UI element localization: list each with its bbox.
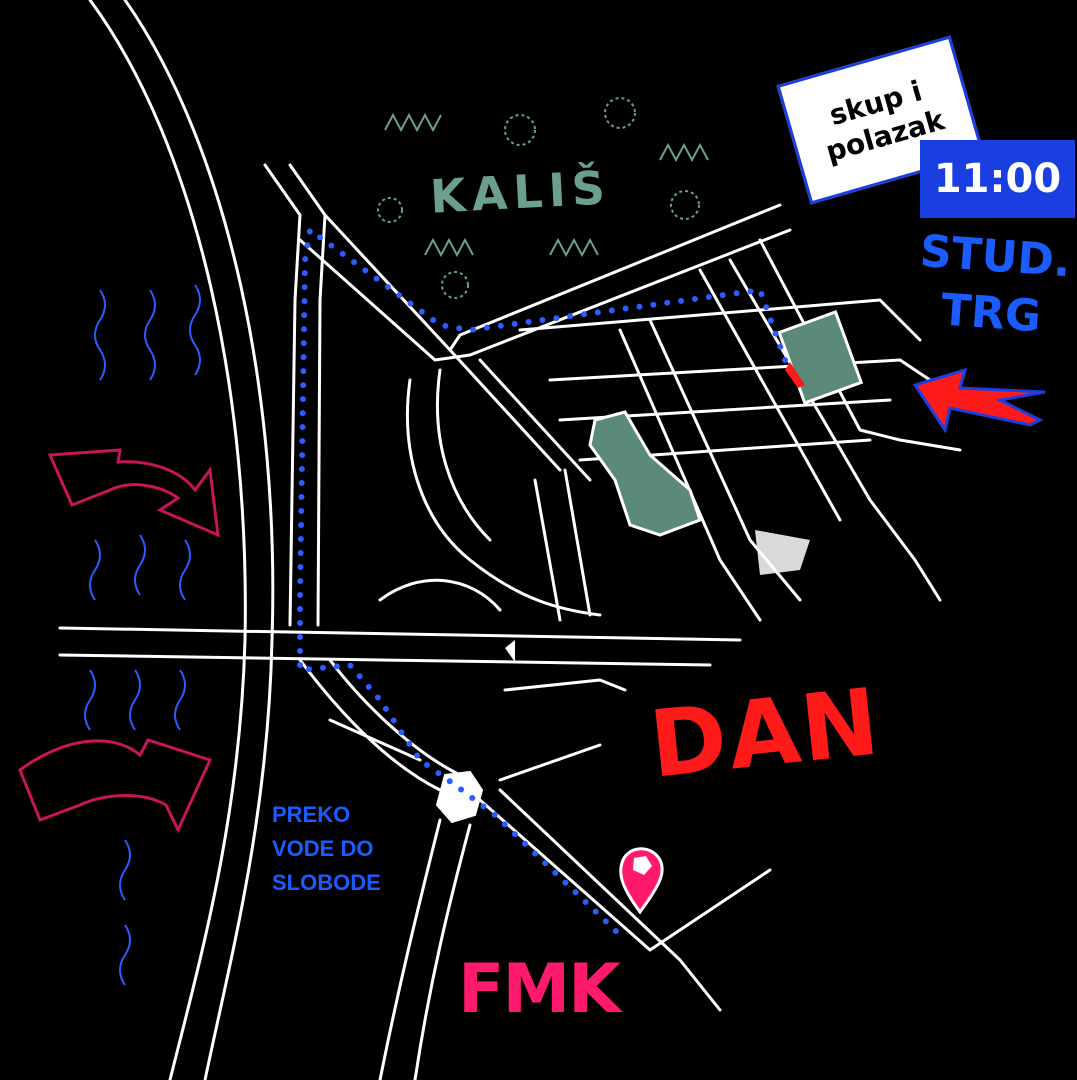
time-label: 11:00 [920,140,1075,218]
arrow-left-icon [912,367,1046,434]
park-area [588,410,702,537]
wave-icon [94,289,106,381]
destination-label: FMK [458,950,621,1029]
river-waves [84,284,201,986]
roundabout [435,770,484,824]
landmark-marker [755,530,810,575]
wave-icon [84,669,96,731]
route-caption: PREKO VODE DO SLOBODE [272,802,381,896]
river-bank [88,0,275,1080]
curved-arrow-right-icon [47,448,220,538]
map-pin-icon[interactable] [619,847,664,915]
wave-icon [119,839,131,901]
wave-icon [189,284,201,376]
flow-arrows [18,448,220,834]
route-path [297,224,788,938]
stud-trg-square [777,310,864,405]
wave-icon [89,539,101,601]
wave-icon [134,534,146,596]
wave-icon [119,924,131,986]
landmark-marker [505,640,515,662]
district-label-kalis: KALIŠ [428,160,613,224]
curved-arrow-right-icon [18,738,213,834]
wave-icon [174,669,186,731]
road-network [58,163,962,1080]
kalis-decorations [377,97,709,299]
wave-icon [129,669,141,731]
wave-icon [144,289,156,381]
small-red-arrow [785,362,805,388]
wave-icon [179,539,191,601]
place-label: STUD. TRG [918,225,1073,343]
